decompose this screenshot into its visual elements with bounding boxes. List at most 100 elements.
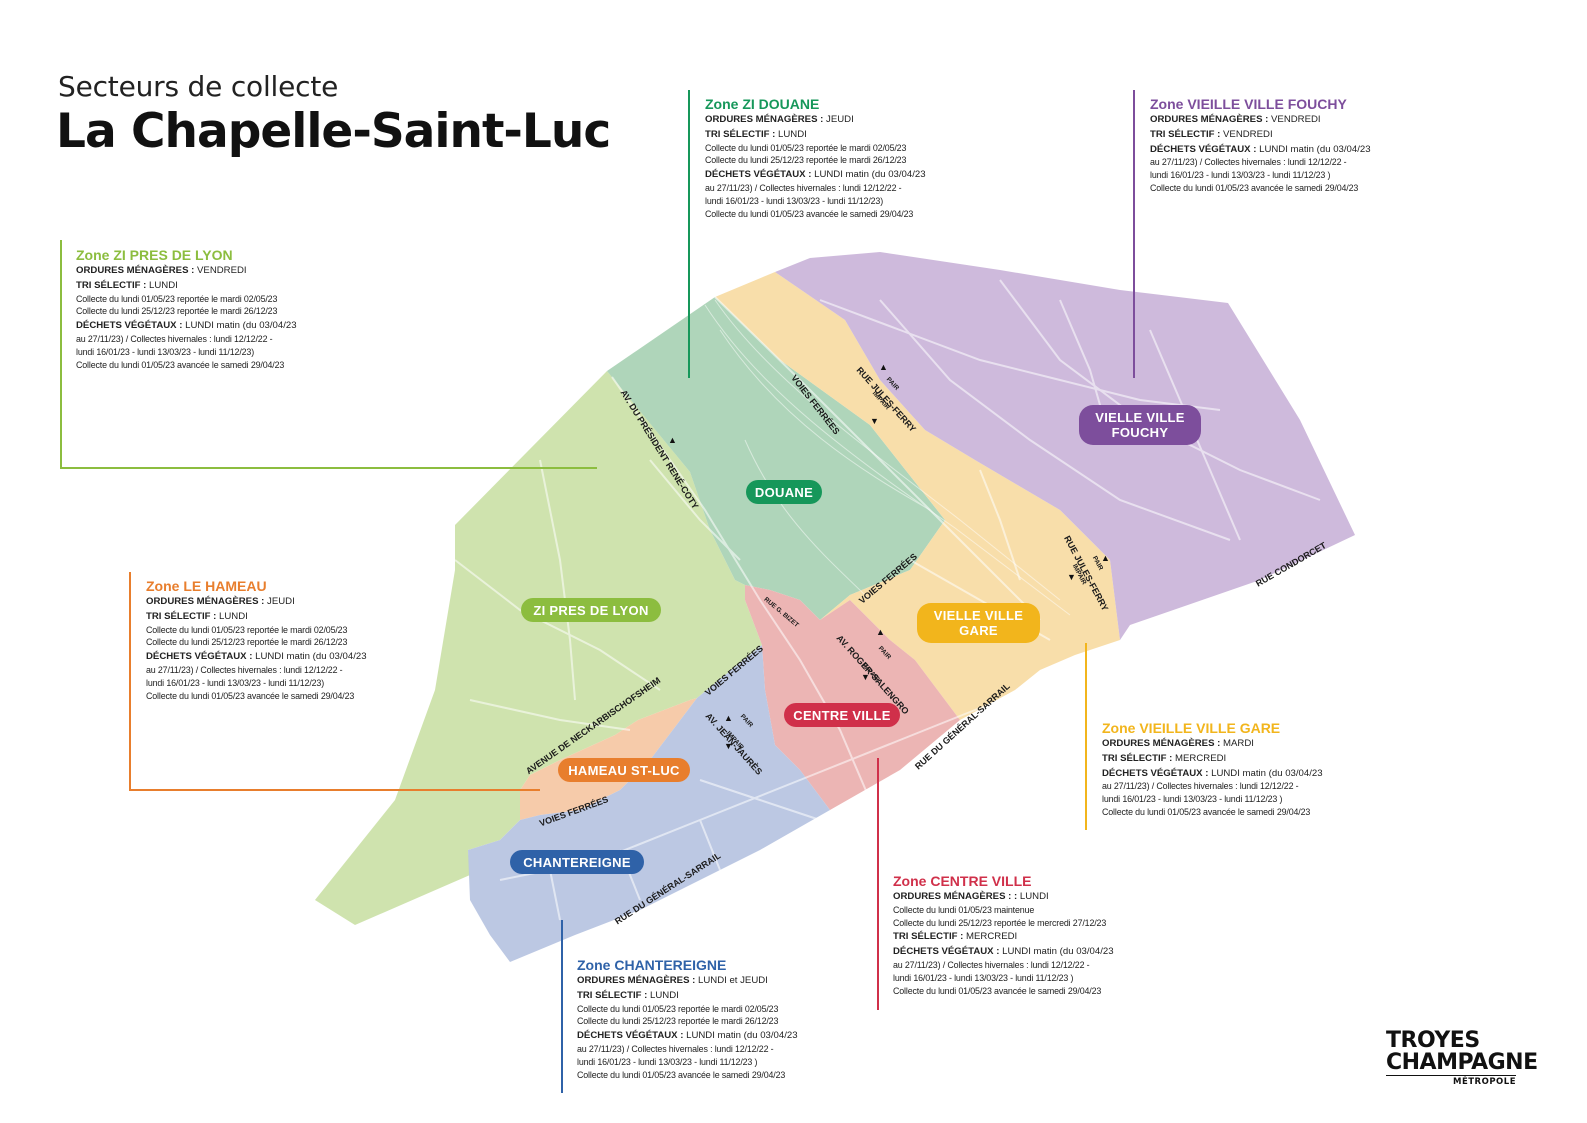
logo-line-3: MÉTROPOLE — [1386, 1075, 1516, 1087]
dv-note: Collecte du lundi 01/05/23 avancée le sa… — [1102, 806, 1311, 817]
dv-label: DÉCHETS VÉGÉTAUX : — [705, 169, 812, 181]
tri-value: LUNDI — [778, 128, 807, 140]
om-line: ORDURES MÉNAGÈRES : VENDREDI — [76, 265, 297, 278]
zone-prefix: Zone — [76, 247, 110, 263]
om-line: ORDURES MÉNAGÈRES : JEUDI — [705, 114, 926, 127]
dv-note: lundi 16/01/23 - lundi 13/03/23 - lundi … — [1150, 170, 1331, 181]
zone-prefix: Zone — [705, 96, 739, 112]
dv-value: LUNDI matin (du 03/04/23 — [1259, 143, 1371, 155]
zone-info-zi-pres-de-lyon: Zone ZI PRES DE LYON ORDURES MÉNAGÈRES :… — [76, 246, 297, 371]
dv-line: DÉCHETS VÉGÉTAUX : LUNDI matin (du 03/04… — [893, 946, 1114, 959]
dv-line: DÉCHETS VÉGÉTAUX : LUNDI matin (du 03/04… — [1150, 144, 1371, 157]
tri-note: Collecte du lundi 25/12/23 reportée le m… — [705, 155, 907, 166]
down-arrow-icon: ▼ — [724, 741, 733, 751]
om-line: ORDURES MÉNAGÈRES : MARDI — [1102, 738, 1323, 751]
badge-vieille-ville-gare: VIELLE VILLE GARE — [917, 603, 1040, 643]
om-value: VENDREDI — [197, 265, 247, 276]
zone-name: LE HAMEAU — [183, 578, 267, 594]
troyes-champagne-logo: TROYES CHAMPAGNE MÉTROPOLE — [1386, 1030, 1538, 1087]
tri-label: TRI SÉLECTIF : — [146, 610, 217, 622]
om-label: ORDURES MÉNAGÈRES : — [705, 114, 824, 125]
om-line: ORDURES MÉNAGÈRES : LUNDI et JEUDI — [577, 975, 798, 988]
dv-note: lundi 16/01/23 - lundi 13/03/23 - lundi … — [893, 972, 1074, 983]
zone-area-vieille-ville-fouchy — [775, 252, 1355, 640]
zone-name: ZI PRES DE LYON — [113, 247, 233, 263]
zone-title: Zone VIEILLE VILLE GARE — [1102, 719, 1323, 737]
zone-name: VIEILLE VILLE FOUCHY — [1187, 96, 1347, 112]
zone-name: CENTRE VILLE — [930, 873, 1032, 889]
dv-line: DÉCHETS VÉGÉTAUX : LUNDI matin (du 03/04… — [146, 651, 367, 664]
dv-label: DÉCHETS VÉGÉTAUX : — [76, 320, 183, 332]
om-label: ORDURES MÉNAGÈRES : — [1150, 114, 1269, 125]
tri-label: TRI SÉLECTIF : — [893, 931, 964, 943]
zone-prefix: Zone — [146, 578, 180, 594]
badge-vieille-ville-fouchy: VIELLE VILLE FOUCHY — [1079, 405, 1201, 445]
up-arrow-icon: ▲ — [1101, 553, 1110, 563]
tri-label: TRI SÉLECTIF : — [705, 128, 776, 140]
dv-note: lundi 16/01/23 - lundi 13/03/23 - lundi … — [146, 677, 325, 688]
tri-note: Collecte du lundi 01/05/23 reportée le m… — [146, 624, 348, 635]
om-value: VENDREDI — [1271, 114, 1321, 125]
zone-area-zi-pres-de-lyon — [315, 371, 762, 925]
zone-prefix: Zone — [1102, 720, 1136, 736]
zone-prefix: Zone — [1150, 96, 1184, 112]
zone-name: VIEILLE VILLE GARE — [1139, 720, 1281, 736]
zone-info-chantereigne: Zone CHANTEREIGNE ORDURES MÉNAGÈRES : LU… — [577, 956, 798, 1081]
tri-value: MERCREDI — [1175, 752, 1227, 764]
badge-zi-pres-de-lyon: ZI PRES DE LYON — [521, 598, 661, 622]
dv-note: lundi 16/01/23 - lundi 13/03/23 - lundi … — [705, 195, 884, 206]
dv-value: LUNDI matin (du 03/04/23 — [1002, 946, 1114, 958]
dv-value: LUNDI matin (du 03/04/23 — [814, 169, 926, 181]
badge-hameau: HAMEAU ST-LUC — [558, 758, 690, 782]
tri-value: LUNDI — [219, 610, 248, 622]
zone-name: CHANTEREIGNE — [614, 957, 727, 973]
tri-label: TRI SÉLECTIF : — [1150, 128, 1221, 140]
zone-prefix: Zone — [577, 957, 611, 973]
tri-line: TRI SÉLECTIF : MERCREDI — [893, 931, 1114, 944]
zone-info-douane: Zone ZI DOUANE ORDURES MÉNAGÈRES : JEUDI… — [705, 95, 926, 220]
zone-title: Zone ZI PRES DE LYON — [76, 246, 297, 264]
om-value: JEUDI — [267, 596, 295, 607]
tri-value: LUNDI — [149, 279, 178, 291]
om-value: LUNDI et JEUDI — [698, 975, 768, 986]
dv-line: DÉCHETS VÉGÉTAUX : LUNDI matin (du 03/04… — [76, 320, 297, 333]
dv-value: LUNDI matin (du 03/04/23 — [686, 1030, 798, 1042]
dv-note: Collecte du lundi 01/05/23 avancée le sa… — [146, 690, 355, 701]
tri-note: Collecte du lundi 25/12/23 reportée le m… — [146, 637, 348, 648]
zone-info-le-hameau: Zone LE HAMEAU ORDURES MÉNAGÈRES : JEUDI… — [146, 577, 367, 702]
zone-info-vieille-ville-gare: Zone VIEILLE VILLE GARE ORDURES MÉNAGÈRE… — [1102, 719, 1323, 819]
zone-title: Zone CHANTEREIGNE — [577, 956, 798, 974]
dv-note: Collecte du lundi 01/05/23 avancée le sa… — [1150, 182, 1359, 193]
om-label: ORDURES MÉNAGÈRES : — [146, 596, 265, 607]
down-arrow-icon: ▼ — [861, 672, 870, 682]
dv-label: DÉCHETS VÉGÉTAUX : — [577, 1030, 684, 1042]
om-value: MARDI — [1223, 738, 1254, 749]
dv-note: au 27/11/23) / Collectes hivernales : lu… — [1102, 781, 1299, 792]
dv-note: Collecte du lundi 01/05/23 avancée le sa… — [76, 359, 285, 370]
tri-label: TRI SÉLECTIF : — [1102, 752, 1173, 764]
om-label: ORDURES MÉNAGÈRES : : — [893, 891, 1018, 902]
dv-note: au 27/11/23) / Collectes hivernales : lu… — [705, 182, 902, 193]
dv-note: Collecte du lundi 01/05/23 avancée le sa… — [705, 208, 914, 219]
om-line: ORDURES MÉNAGÈRES : : LUNDI — [893, 891, 1114, 904]
zone-area-chantereigne — [468, 645, 830, 962]
zone-title: Zone VIEILLE VILLE FOUCHY — [1150, 95, 1371, 113]
om-line: ORDURES MÉNAGÈRES : VENDREDI — [1150, 114, 1371, 127]
tri-note: Collecte du lundi 01/05/23 reportée le m… — [76, 293, 278, 304]
om-label: ORDURES MÉNAGÈRES : — [577, 975, 696, 986]
tri-line: TRI SÉLECTIF : VENDREDI — [1150, 129, 1371, 142]
om-value: JEUDI — [826, 114, 854, 125]
dv-line: DÉCHETS VÉGÉTAUX : LUNDI matin (du 03/04… — [577, 1030, 798, 1043]
dv-label: DÉCHETS VÉGÉTAUX : — [893, 946, 1000, 958]
tri-value: MERCREDI — [966, 931, 1018, 943]
zone-title: Zone ZI DOUANE — [705, 95, 926, 113]
tri-note: Collecte du lundi 01/05/23 reportée le m… — [577, 1003, 779, 1014]
om-line: ORDURES MÉNAGÈRES : JEUDI — [146, 596, 367, 609]
dv-label: DÉCHETS VÉGÉTAUX : — [1150, 143, 1257, 155]
up-arrow-icon: ▲ — [668, 435, 677, 445]
dv-note: au 27/11/23) / Collectes hivernales : lu… — [146, 664, 343, 675]
tri-value: LUNDI — [650, 989, 679, 1001]
dv-value: LUNDI matin (du 03/04/23 — [185, 320, 297, 332]
dv-note: lundi 16/01/23 - lundi 13/03/23 - lundi … — [577, 1056, 758, 1067]
